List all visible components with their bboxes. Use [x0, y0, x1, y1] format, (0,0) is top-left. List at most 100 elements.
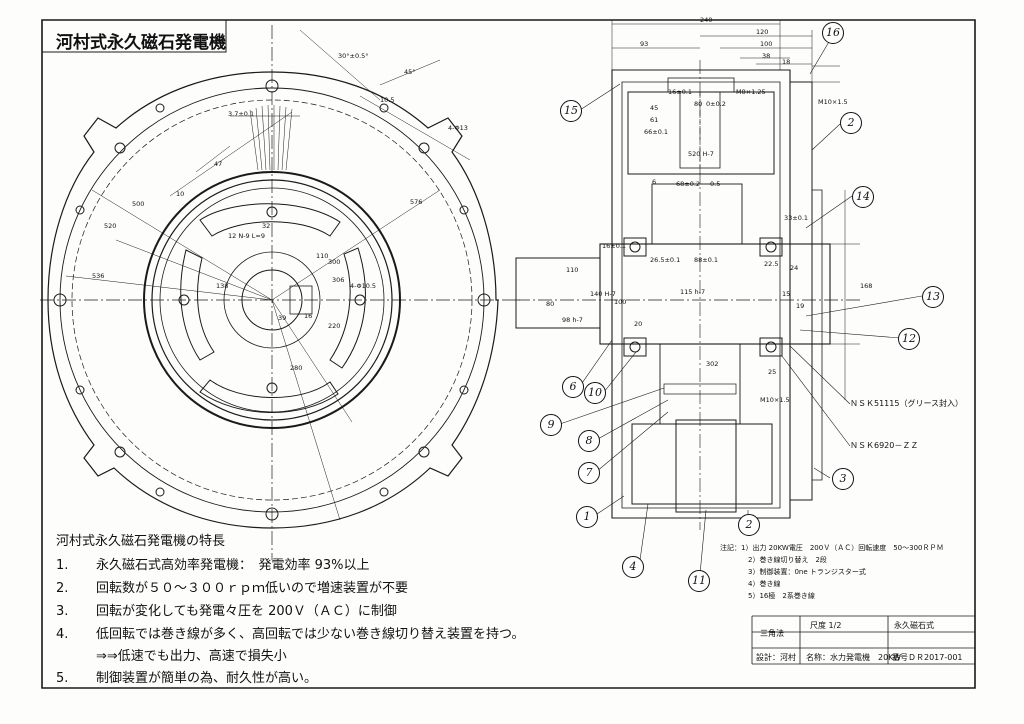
feature-text: 永久磁石式高効率発電機： 発電効率 93%以上: [96, 558, 370, 573]
part-balloon-2-top: 2: [840, 112, 862, 134]
dim-280: 280: [290, 364, 303, 372]
dim-110: 110: [316, 252, 329, 260]
feature-item-5: 5. 制御装置が簡単の為、耐久性が高い。: [56, 667, 317, 686]
dim-536: 536: [92, 272, 105, 280]
dim-576: 576: [410, 198, 423, 206]
dim-520: 520: [104, 222, 117, 230]
feature-number: 1.: [56, 558, 69, 573]
dim-98h7: 98 h-7: [562, 316, 583, 324]
front-view: [40, 25, 520, 560]
note-5: 5）16極 2系巻き線: [748, 592, 815, 600]
outer-flange: [47, 71, 499, 529]
bearing-label-upper: ＮＳＫ51115（グリース封入）: [850, 399, 964, 408]
dim-47: 47: [214, 160, 223, 168]
dim-keyway: 12 N-9 L=9: [228, 232, 265, 240]
dim-80: 80: [694, 100, 703, 108]
part-balloon-9: 9: [540, 414, 562, 436]
title-block: [751, 615, 975, 665]
dim-4-d13: 4-Φ13: [448, 124, 468, 132]
dim-100: 100: [760, 40, 773, 48]
feature-item-1: 1. 永久磁石式高効率発電機： 発電効率 93%以上: [56, 554, 370, 573]
dim-306: 306: [332, 276, 345, 284]
feature-number: 4.: [56, 627, 69, 642]
dim-120: 120: [756, 28, 769, 36]
title-block-number: 番号ＤＲ2017-001: [892, 653, 963, 662]
dim-302: 302: [706, 360, 719, 368]
dim-m10-bottom: M10×1.5: [760, 396, 790, 404]
dim-45-left: 45: [650, 104, 659, 112]
bearing-label-lower: ＮＳＫ6920－ＺＺ: [850, 441, 919, 450]
part-balloon-12: 12: [898, 328, 920, 350]
sheet-border: [41, 19, 976, 689]
side-view: [515, 20, 923, 575]
dim-45deg: 45°: [404, 68, 416, 76]
note-1: 注記：1）出力 20KW電圧 200Ｖ（ＡＣ）回転速度 50～300ＲＰＭ: [720, 544, 944, 552]
dim-68: 68±0.2: [676, 180, 701, 188]
dim-100-side: 100: [614, 298, 627, 306]
feature-number: 2.: [56, 581, 69, 596]
part-balloon-6: 6: [562, 376, 584, 398]
dim-520h7: 520 H-7: [688, 150, 714, 158]
dim-6: 6: [652, 178, 657, 186]
dim-25: 25: [768, 368, 777, 376]
title-block-designer: 設計：河村: [756, 653, 796, 662]
dim-80-side: 80: [546, 300, 555, 308]
title-block-scale: 尺度 1/2: [810, 621, 842, 630]
dim-240: 240: [700, 16, 713, 24]
part-balloon-7: 7: [578, 462, 600, 484]
feature-item-4: 4. 低回転では巻き線が多く、高回転では少ない巻き線切り替え装置を持つ。: [56, 623, 524, 642]
drawing-title: 河村式永久磁石発電機: [56, 33, 226, 53]
part-balloon-3: 3: [832, 468, 854, 490]
title-block-type: 永久磁石式: [894, 621, 934, 630]
dim-3-7: 3.7±0.1: [228, 110, 255, 118]
part-balloon-15: 15: [560, 100, 582, 122]
dim-110-side: 110: [566, 266, 579, 274]
dim-18: 18: [782, 58, 791, 66]
part-balloon-14: 14: [852, 186, 874, 208]
feature-text: 低回転では巻き線が多く、高回転では少ない巻き線切り替え装置を持つ。: [96, 627, 525, 642]
dim-10-5: 10.5: [380, 96, 395, 104]
dim-16-top: 16±0.1: [668, 88, 693, 96]
feature-text: ⇒⇒低速でも出力、高速で損失小: [96, 649, 287, 664]
dim-220: 220: [328, 322, 341, 330]
feature-number: 5.: [56, 671, 69, 686]
part-balloon-10: 10: [584, 382, 606, 404]
feature-text: 回転数が５０～３００ｒｐｍ低いので増速装置が不要: [96, 581, 409, 596]
dim-300: 300: [328, 258, 341, 266]
title-block-projection: 三角法: [760, 629, 784, 638]
part-balloon-11: 11: [688, 570, 710, 592]
dim-500: 500: [132, 200, 145, 208]
title-block-name: 名称：水力発電機 20KW: [806, 653, 902, 662]
dim-15: 15: [782, 290, 791, 298]
dim-16-bearing: 16±0.1: [602, 242, 627, 250]
dim-138: 138: [216, 282, 229, 290]
part-balloon-8: 8: [578, 430, 600, 452]
note-4: 4）巻き線: [748, 580, 781, 588]
part-balloon-4: 4: [622, 556, 644, 578]
feature-item-3: 3.回転が変化しても発電々圧を 200Ｖ（ＡＣ）に制御: [56, 600, 397, 619]
dim-0-0-2: 0±0.2: [706, 100, 726, 108]
dim-38: 38: [762, 52, 771, 60]
dim-m10-top: M10×1.5: [818, 98, 848, 106]
dim-20: 20: [634, 320, 643, 328]
dim-33: 33±0.1: [784, 214, 809, 222]
feature-text: 回転が変化しても発電々圧を 200Ｖ（ＡＣ）に制御: [96, 604, 397, 619]
title-frame-line: [42, 20, 227, 53]
dim-26-5-left: 26.5±0.1: [650, 256, 681, 264]
dim-30deg: 30°±0.5°: [338, 52, 369, 60]
part-balloon-2-bottom: 2: [738, 514, 760, 536]
dim-10: 10: [176, 190, 185, 198]
dim-140h7: 140 H-7: [590, 290, 616, 298]
dim-115h7: 115 h-7: [680, 288, 706, 296]
dim-22-5: 22.5: [764, 260, 779, 268]
dim-66-left: 66±0.1: [644, 128, 669, 136]
feature-text: 制御装置が簡単の為、耐久性が高い。: [96, 671, 318, 686]
note-2: 2）巻き線切り替え 2段: [748, 556, 827, 564]
dim-93: 93: [640, 40, 649, 48]
dim-24: 24: [790, 264, 799, 272]
dim-168: 168: [860, 282, 873, 290]
dim-m8: M8×1.25: [736, 88, 766, 96]
dim-0-5: 0.5: [710, 180, 721, 188]
